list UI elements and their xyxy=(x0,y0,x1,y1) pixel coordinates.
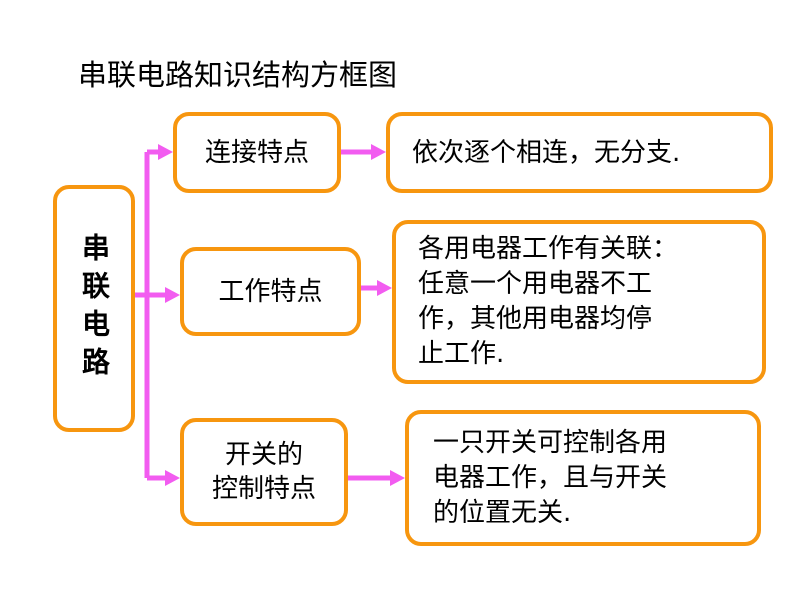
branch-label-line: 开关的 xyxy=(224,440,303,470)
detail-line: 一只开关可控制各用 xyxy=(433,427,668,458)
detail-box-switch: 一只开关可控制各用 电器工作，且与开关 的位置无关. xyxy=(405,410,761,546)
arrow-head-icon xyxy=(165,470,180,486)
detail-line: 止工作. xyxy=(418,339,505,369)
detail-line: 的位置无关. xyxy=(433,497,572,528)
branch-box-connection: 连接特点 xyxy=(173,112,341,193)
arrow-head-icon xyxy=(390,470,405,486)
arrow-head-icon xyxy=(371,144,386,160)
detail-box-connection: 依次逐个相连，无分支. xyxy=(386,112,773,193)
detail-text: 依次逐个相连，无分支. xyxy=(412,137,681,168)
detail-line: 各用电器工作有关联： xyxy=(418,234,679,264)
page-title: 串联电路知识结构方框图 xyxy=(78,58,398,92)
root-box: 串联电路 xyxy=(53,185,135,432)
arrow-head-icon xyxy=(165,287,180,303)
branch-label: 工作特点 xyxy=(218,276,323,307)
arrow-head-icon xyxy=(158,144,173,160)
arrow-head-icon xyxy=(377,280,392,296)
detail-line: 任意一个用电器不工 xyxy=(418,269,653,299)
detail-line: 作，其他用电器均停 xyxy=(418,304,653,334)
detail-box-operation: 各用电器工作有关联： 任意一个用电器不工 作，其他用电器均停 止工作. xyxy=(392,220,766,384)
detail-line: 电器工作，且与开关 xyxy=(433,462,668,493)
branch-label: 连接特点 xyxy=(204,137,309,168)
branch-box-switch: 开关的 控制特点 xyxy=(180,418,348,526)
branch-box-operation: 工作特点 xyxy=(180,247,361,336)
root-label: 串联电路 xyxy=(78,232,111,385)
branch-label-line: 控制特点 xyxy=(211,474,316,504)
